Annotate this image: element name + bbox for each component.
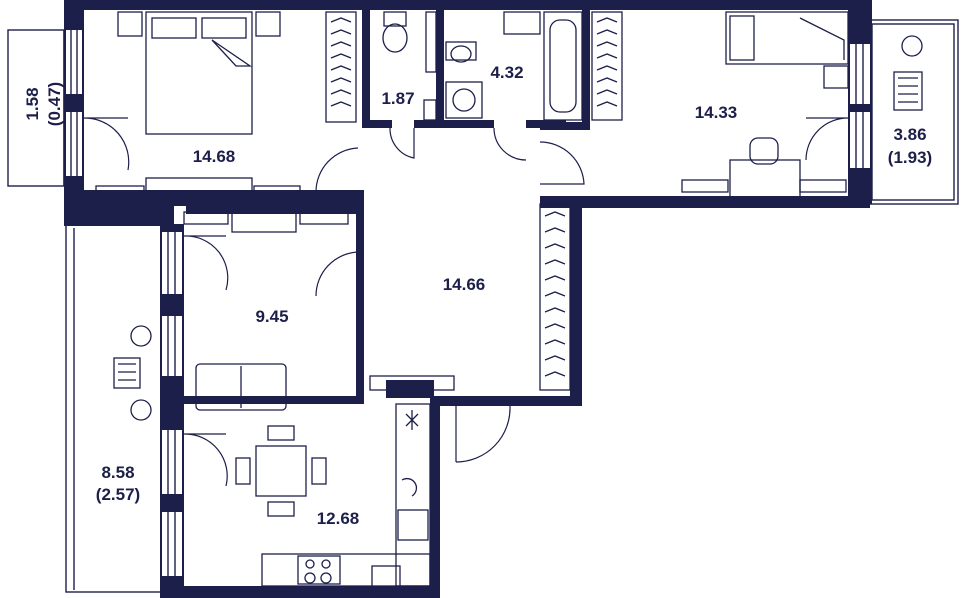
radiators [95,177,847,391]
room-area-living-room: 9.45 [255,307,288,326]
doors [83,117,849,487]
room-labels: 14.68 1.87 4.32 14.33 3.86 (1.93) 1.58 (… [23,63,932,528]
balcony-plants [113,35,923,421]
room-area-loggia-left-sub: (2.57) [96,485,140,504]
wardrobe-hangers [325,11,623,391]
room-area-bedroom-2: 14.33 [695,103,738,122]
interior-walls [184,8,590,404]
bed-double [117,11,281,135]
sofa [195,363,360,411]
room-area-balcony-top-left: 1.58 [23,87,42,120]
kitchen-counter [261,403,431,597]
room-area-balcony-top-left-sub: (0.47) [45,82,64,126]
windows [66,30,870,576]
bed-single [725,11,849,89]
balcony-right [867,19,959,205]
room-area-wc: 1.87 [381,89,414,108]
room-area-kitchen: 12.68 [317,509,360,528]
room-area-bedroom-1: 14.68 [193,147,236,166]
room-area-hall: 14.66 [443,275,486,294]
desk-and-chair [729,137,801,199]
room-area-balcony-right-sub: (1.93) [888,148,932,167]
room-area-bathroom: 4.32 [490,63,523,82]
dining-table [235,425,327,517]
bathtub-and-sink [425,11,583,121]
room-area-loggia-left: 8.58 [101,463,134,482]
toilet [382,11,477,121]
room-area-balcony-right: 3.86 [893,125,926,144]
